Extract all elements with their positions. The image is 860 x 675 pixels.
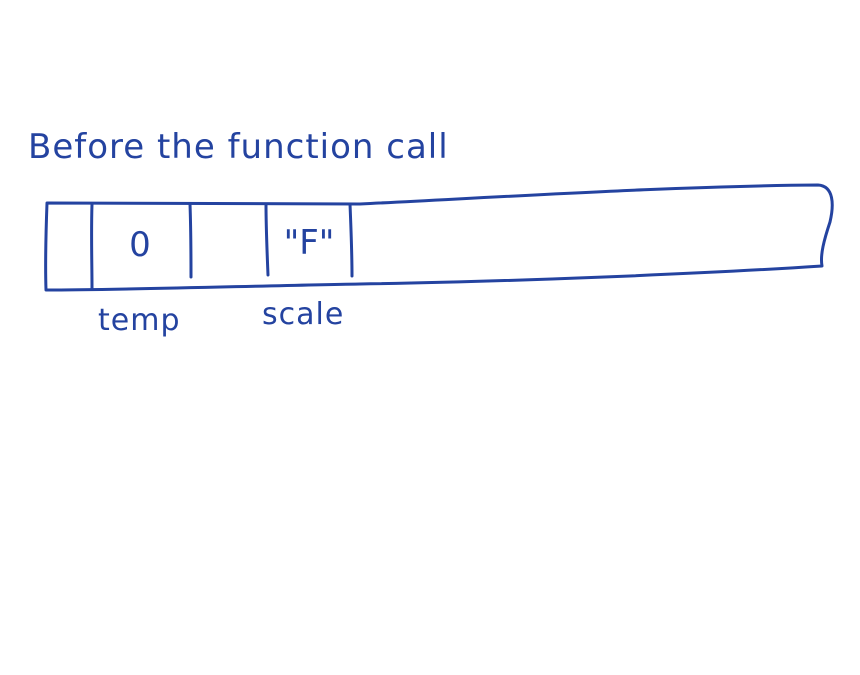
cell-divider-2 xyxy=(188,202,193,279)
memory-strip-outline xyxy=(44,183,834,292)
cell-label-scale: scale xyxy=(262,297,344,332)
diagram-title: Before the function call xyxy=(28,127,449,167)
cell-label-temp: temp xyxy=(98,303,181,338)
cell-value-scale: "F" xyxy=(284,223,335,263)
cell-divider-4 xyxy=(348,202,354,278)
cell-value-temp: 0 xyxy=(129,225,151,265)
cell-divider-3 xyxy=(264,202,270,277)
